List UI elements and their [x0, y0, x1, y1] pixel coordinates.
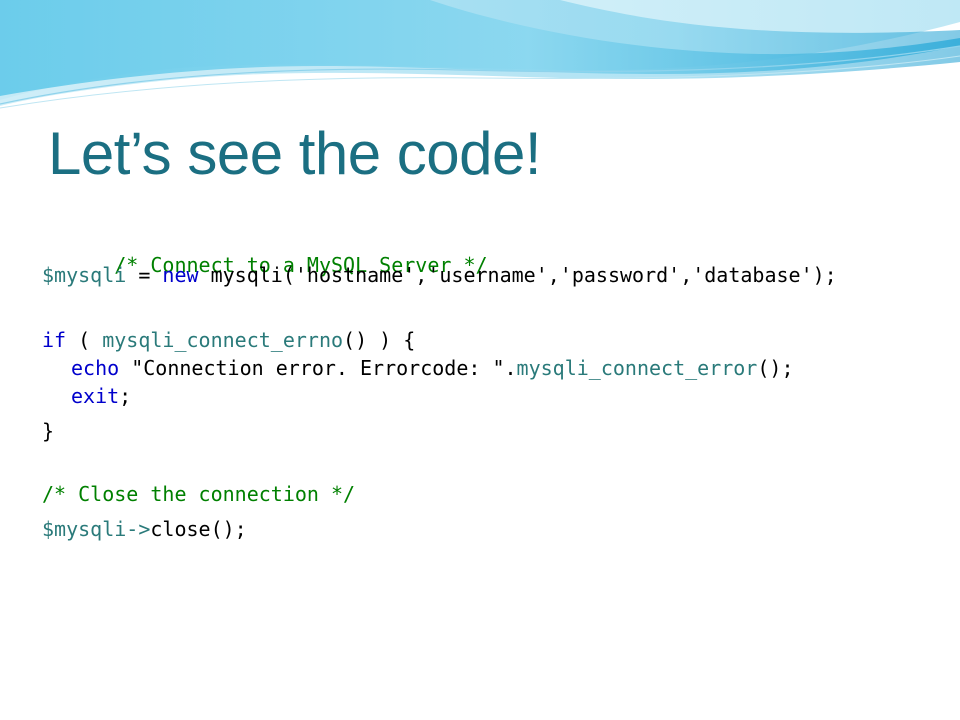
code-text: ( [66, 328, 103, 352]
code-comment: /* Connect to a MySQL Server */ [114, 253, 488, 277]
code-keyword: if [42, 328, 67, 352]
code-line-8: $mysqli->close(); [42, 516, 247, 542]
slide-title: Let’s see the code! [48, 120, 542, 187]
code-keyword: echo [71, 356, 120, 380]
code-line-4: echo "Connection error. Errorcode: ".mys… [71, 355, 793, 381]
code-text: (); [757, 356, 794, 380]
wave-band-mid [0, 0, 960, 96]
code-keyword: new [162, 263, 199, 287]
code-text: mysqli('hostname','username','password',… [198, 263, 837, 287]
code-operator: = [126, 263, 163, 287]
wave-line-2 [0, 55, 960, 109]
code-variable: $mysqli [42, 263, 127, 287]
code-text: () ) { [343, 328, 416, 352]
code-line-7: /* Close the connection */ [42, 481, 355, 507]
code-operator: -> [126, 517, 151, 541]
code-line-1: /* Connect to a MySQL Server */ [42, 226, 487, 277]
code-function: mysqli_connect_errno [102, 328, 344, 352]
code-brace: } [42, 419, 55, 443]
header-wave-decoration [0, 0, 960, 109]
wave-line [0, 45, 960, 105]
code-text: ; [119, 384, 132, 408]
code-function: mysqli_connect_error [516, 356, 758, 380]
code-comment: /* Close the connection */ [42, 482, 356, 506]
code-string: "Connection error. Errorcode: ". [119, 356, 517, 380]
code-variable: $mysqli [42, 517, 127, 541]
code-line-2: $mysqli = new mysqli('hostname','usernam… [42, 262, 837, 288]
code-line-3: if ( mysqli_connect_errno() ) { [42, 327, 415, 353]
code-text: close(); [150, 517, 247, 541]
code-keyword: exit [71, 384, 120, 408]
code-line-6: } [42, 418, 54, 444]
code-line-5: exit; [71, 383, 131, 409]
